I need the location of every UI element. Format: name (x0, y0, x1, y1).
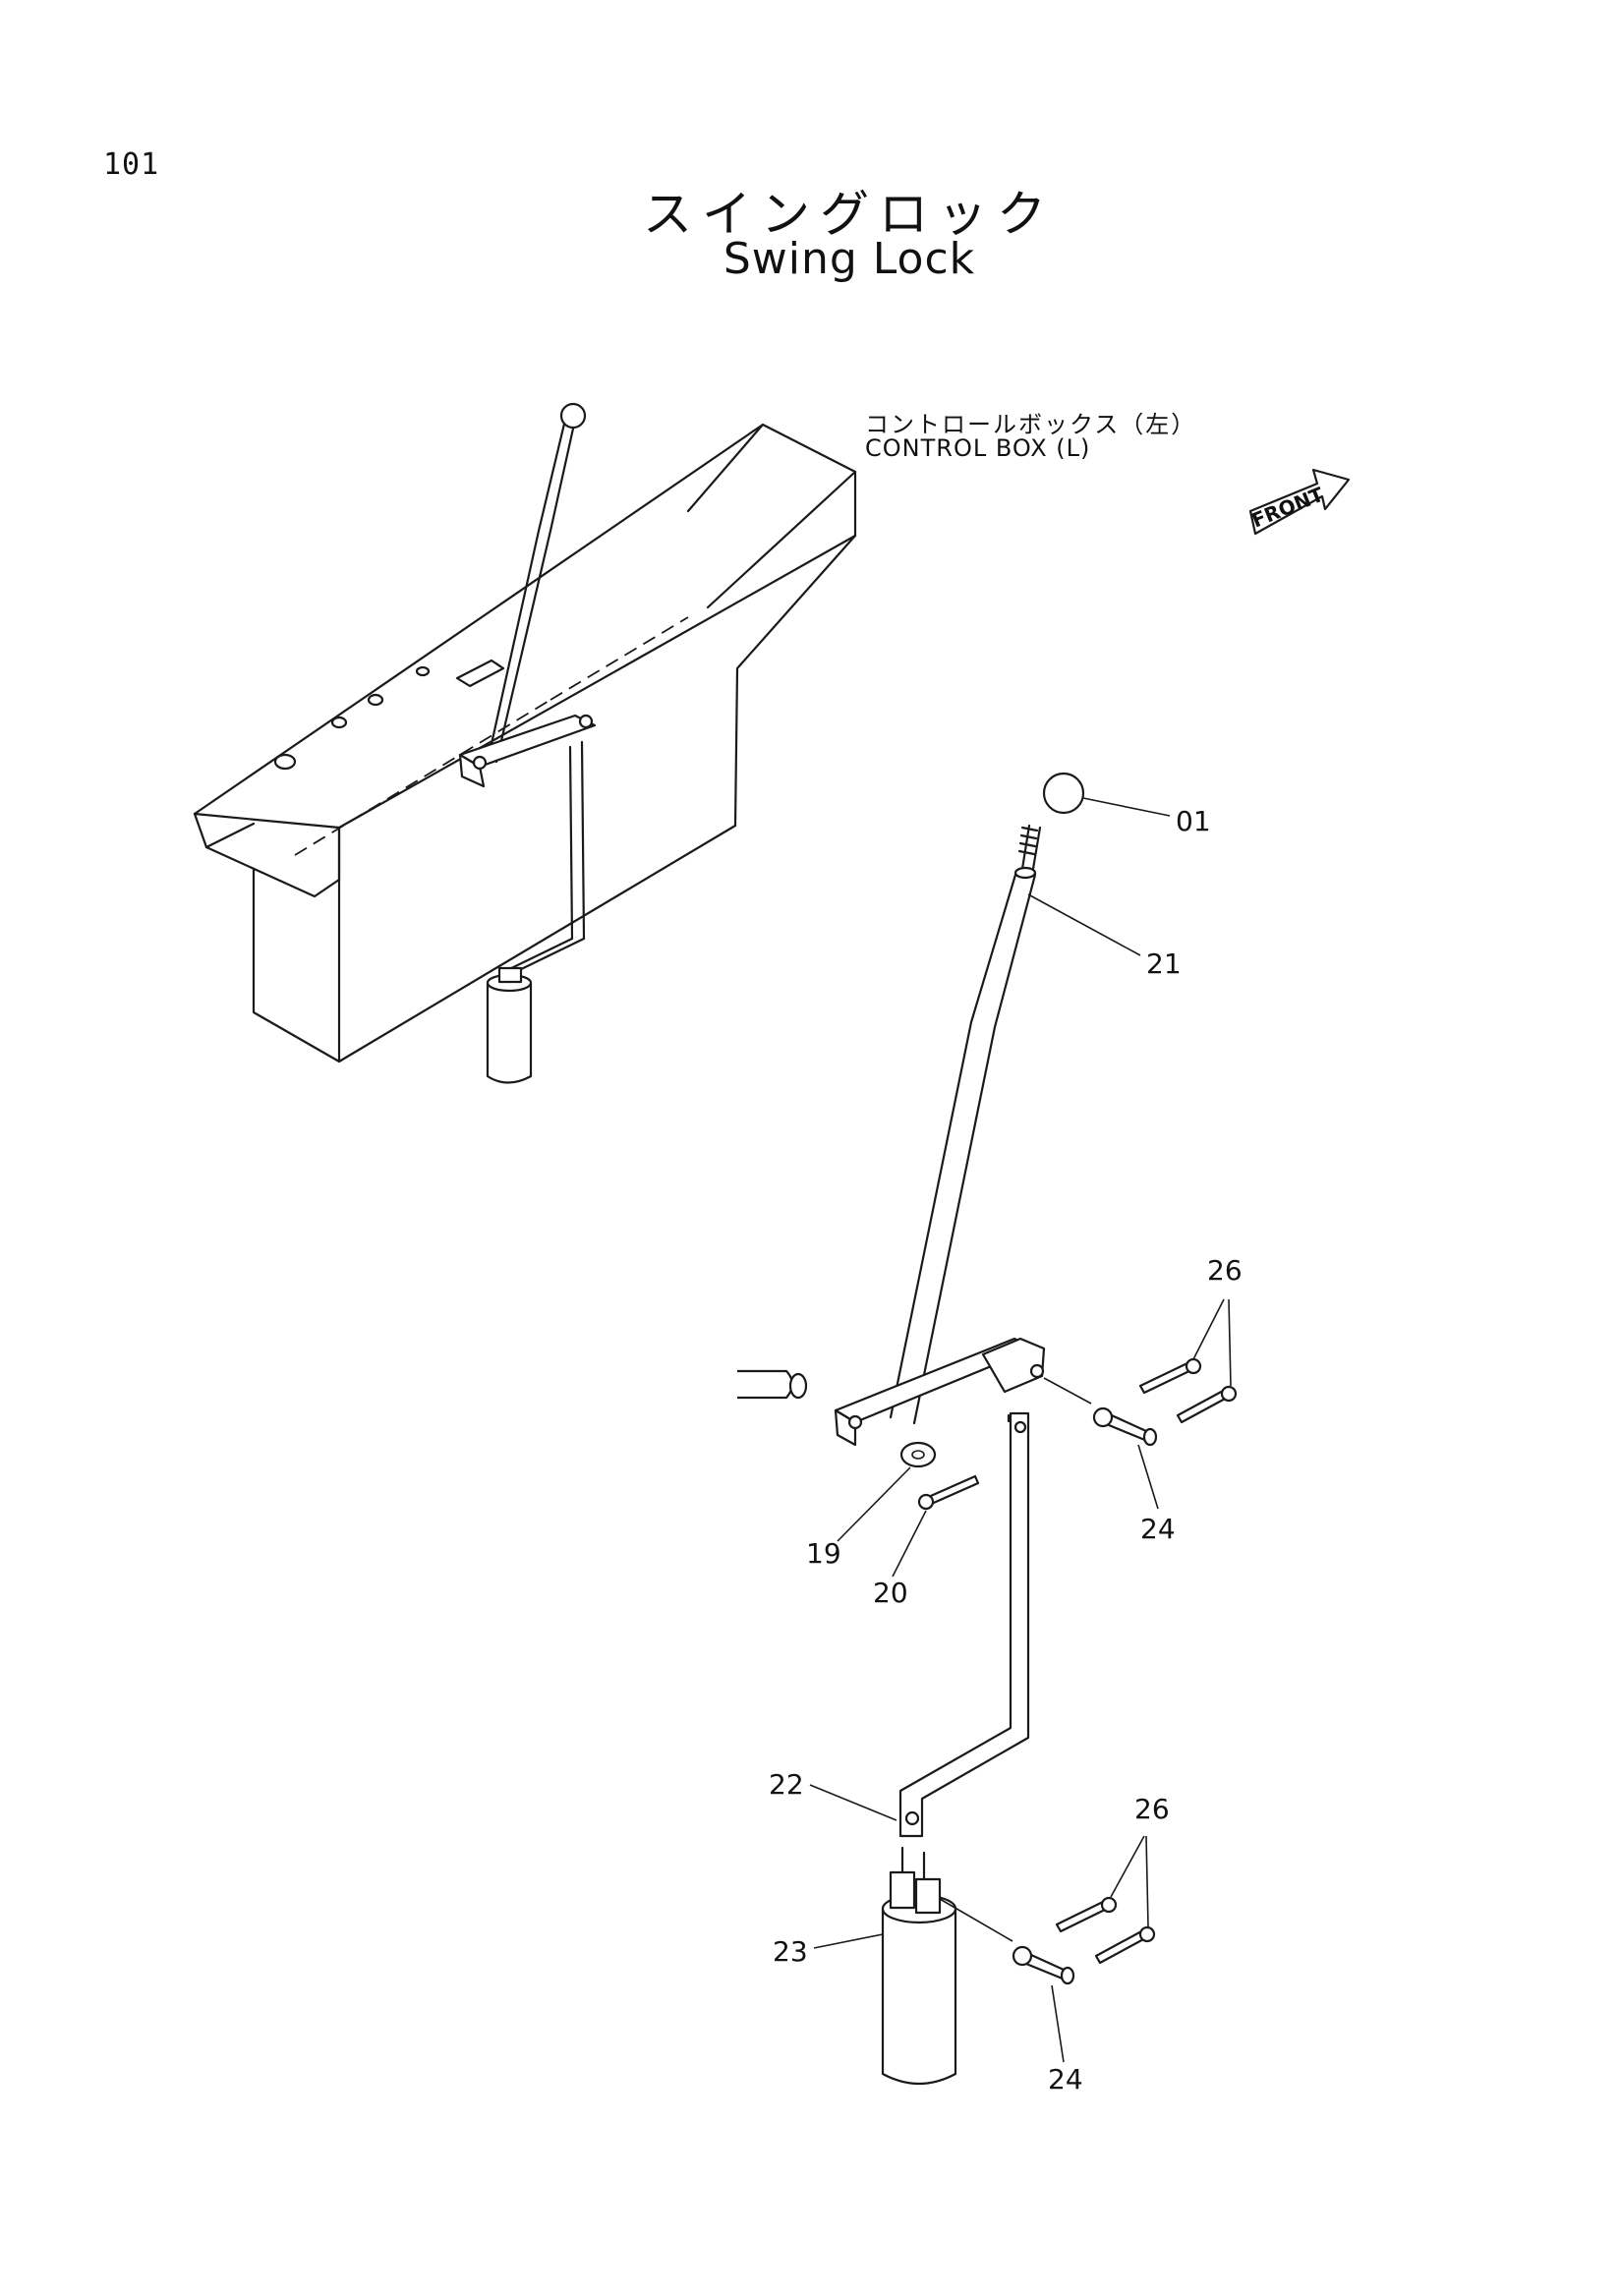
part-label-rod: 22 (769, 1768, 804, 1801)
part-label-pin-upper: 24 (1140, 1513, 1176, 1545)
part-label-washer: 19 (806, 1537, 841, 1570)
control-box-overview (193, 402, 857, 1084)
part-label-cylinder: 23 (773, 1935, 808, 1968)
page-title-english: Swing Lock (723, 234, 976, 284)
part-label-cotter-small: 20 (873, 1577, 908, 1609)
part-pin-lower: 24 (939, 1898, 1083, 2095)
page-title-japanese: スイングロック (643, 186, 1056, 243)
front-label: FRONT (1248, 483, 1327, 533)
part-label-lever: 21 (1146, 947, 1182, 980)
part-cotter-small: 20 (873, 1474, 980, 1609)
part-lever: 21 (889, 824, 1182, 1425)
part-cylinder: 23 (773, 1846, 957, 2085)
part-label-pin-lower: 24 (1048, 2063, 1083, 2095)
part-cotter-lower: 26 (1055, 1793, 1170, 1965)
part-label-cotter-lower: 26 (1134, 1793, 1170, 1825)
part-label-cotter-upper: 26 (1207, 1254, 1243, 1287)
part-rod: 22 (769, 1411, 1030, 1838)
page-number: 101 (103, 147, 160, 182)
part-pin-upper: 24 (1043, 1377, 1176, 1545)
part-label-knob: 01 (1176, 805, 1211, 837)
control-box-callout-english: CONTROL BOX (L) (865, 434, 1091, 462)
part-knob: 01 (1042, 772, 1211, 837)
part-washer: 19 (806, 1441, 937, 1570)
part-pivot-plate (737, 1337, 1046, 1447)
part-cotter-upper: 26 (1138, 1254, 1243, 1424)
control-box-callout-japanese: コントロールボックス（左） (865, 411, 1197, 438)
front-arrow-icon: FRONT (1248, 468, 1351, 536)
